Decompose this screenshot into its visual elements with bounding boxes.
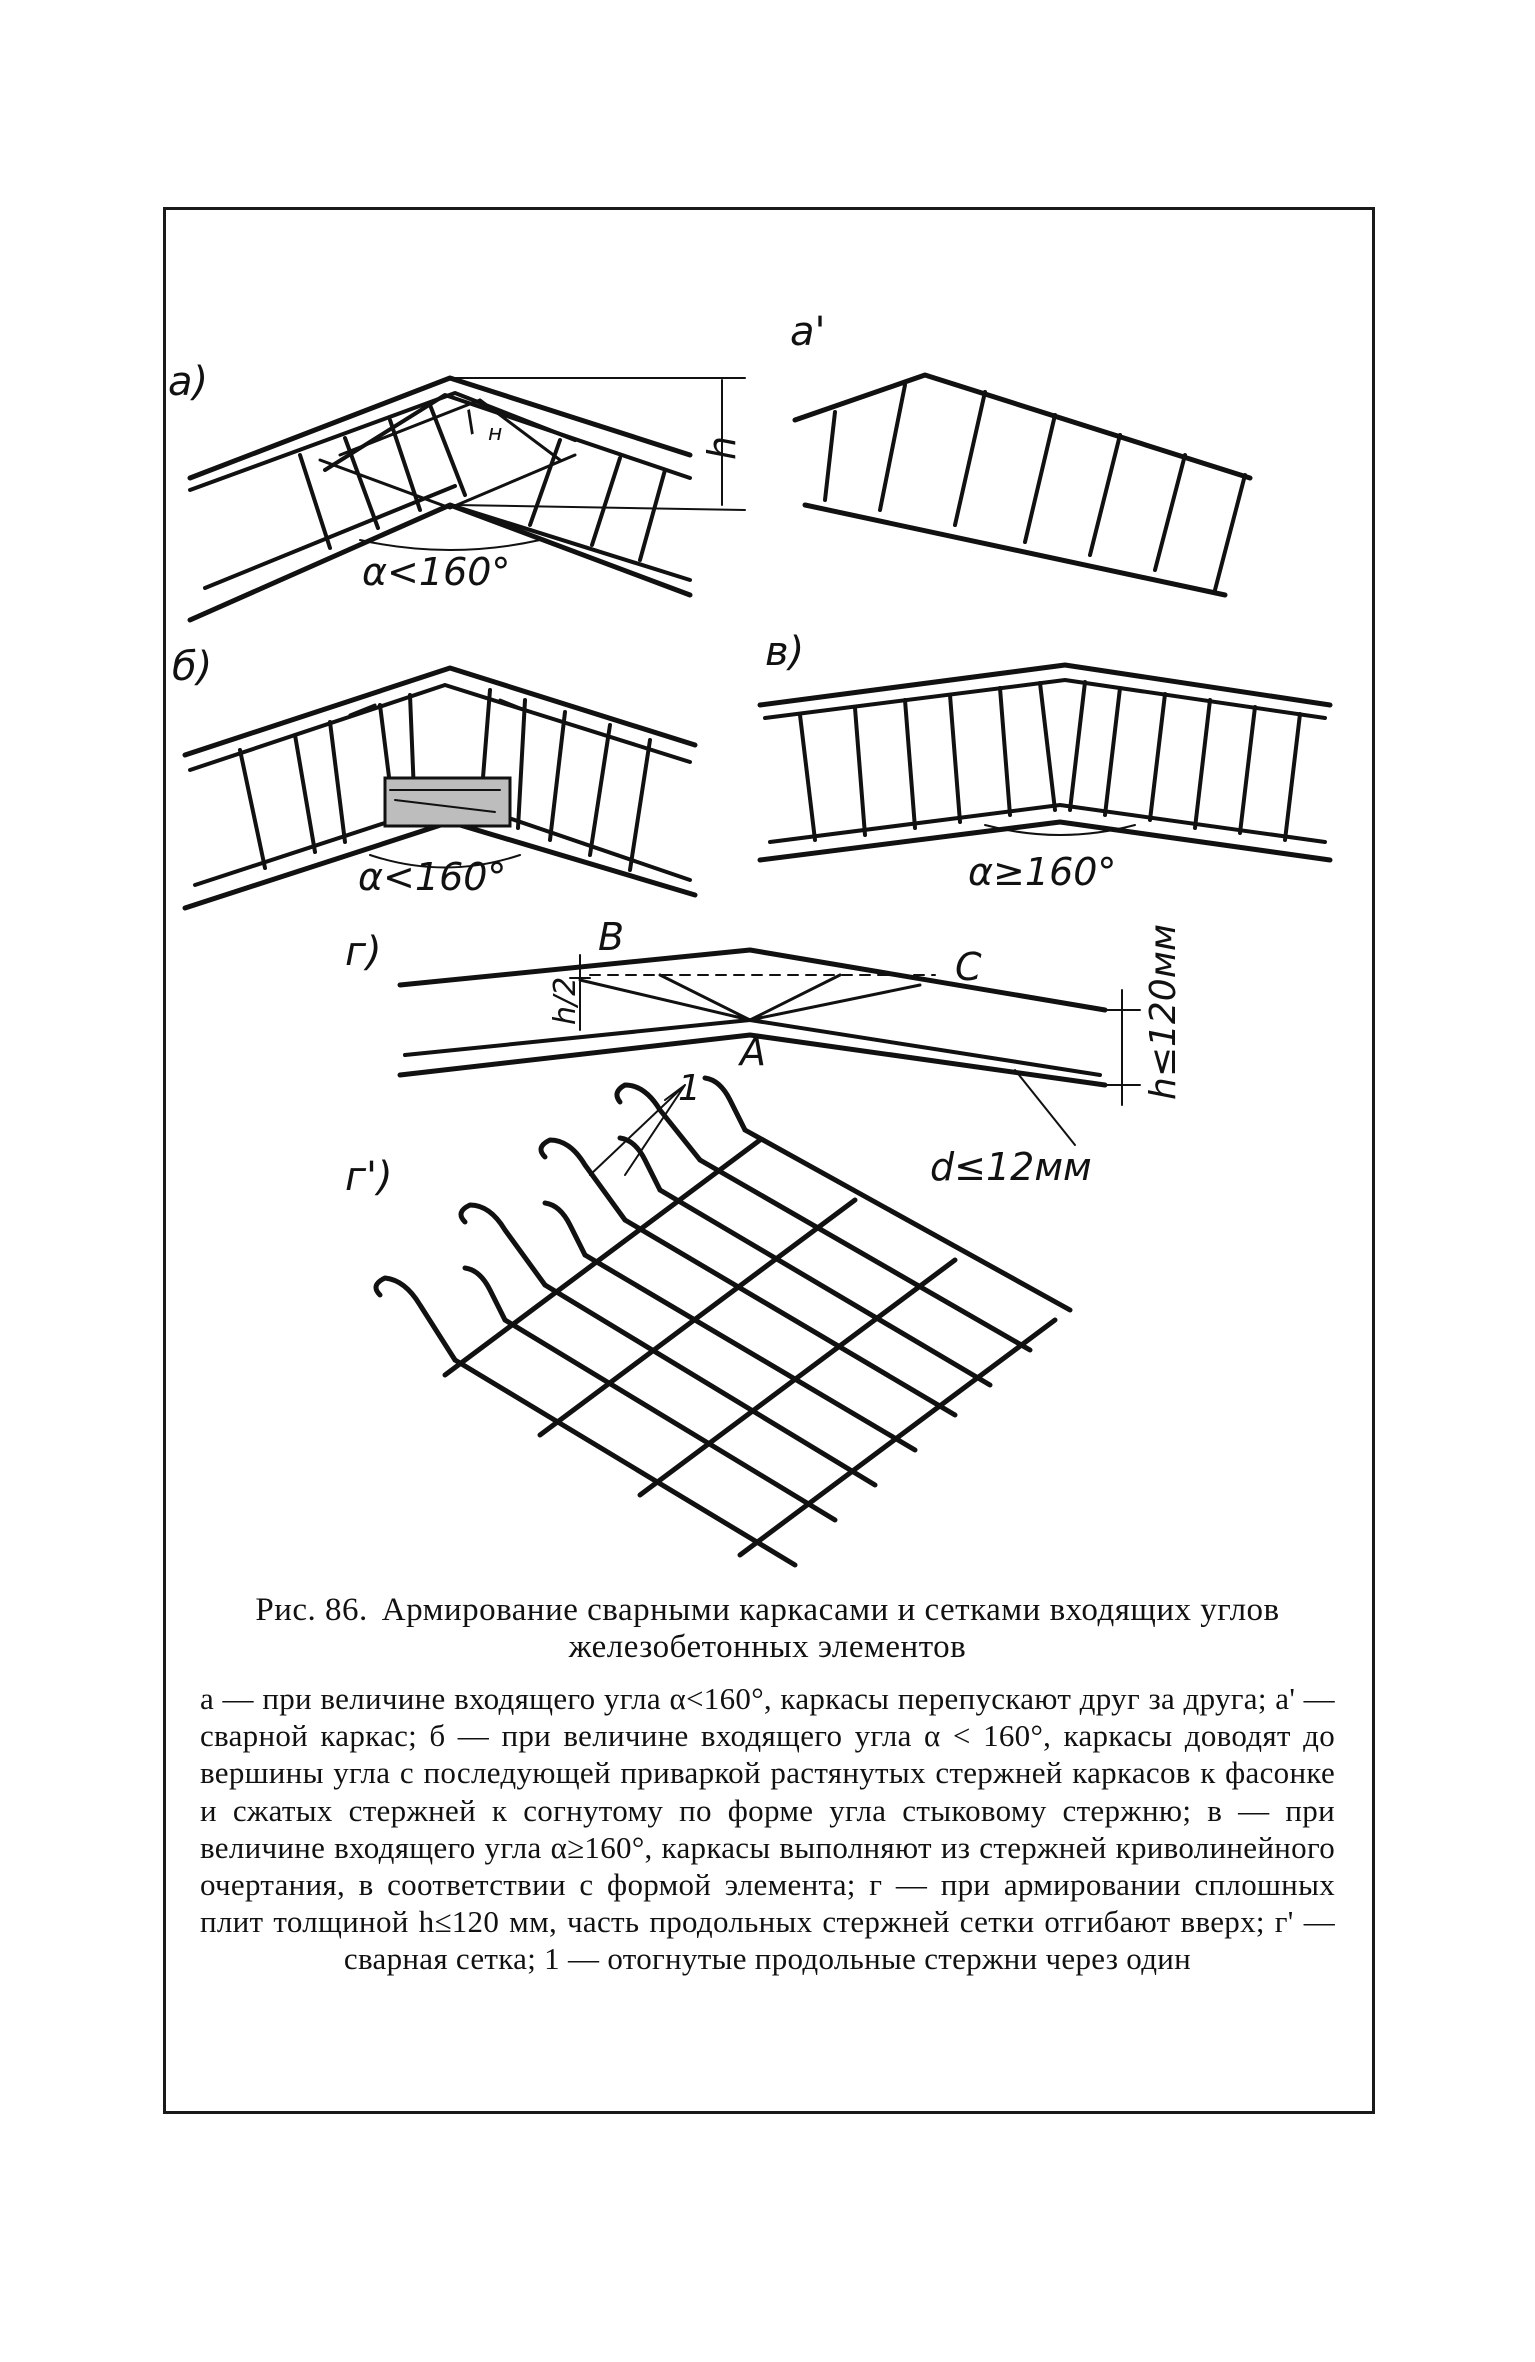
- cage-bottom-b: [193, 813, 692, 887]
- label-a-prime: а': [790, 309, 826, 355]
- label-1: 1: [678, 1068, 701, 1109]
- hook-3: [538, 1137, 628, 1223]
- slab-bottom-edge-v: [757, 819, 1333, 863]
- d-leader-line: [1014, 1069, 1076, 1146]
- diagram-v: в) α≥160°: [757, 629, 1333, 894]
- diagram-g-prime: г'): [345, 1075, 1073, 1568]
- cage-right-bottom: [458, 506, 692, 582]
- cage-left-stirrups: [298, 403, 467, 550]
- h-dimension-g: [1104, 989, 1141, 1106]
- label-g-prime: г'): [345, 1154, 393, 1200]
- slab-top-edge-v: [757, 662, 1333, 708]
- figure-frame: [163, 207, 1375, 2114]
- crossing-bars: [318, 398, 577, 510]
- cage-left-bottom: [203, 484, 457, 590]
- cage-right-stirrups: [528, 438, 667, 562]
- label-v: в): [765, 629, 804, 675]
- figure-caption: Рис. 86. Армирование сварными каркасами и…: [200, 1592, 1335, 1667]
- h-dimension-lines: [449, 377, 746, 511]
- cage-top-v: [763, 678, 1327, 720]
- cage-left-top: [188, 391, 577, 492]
- slab-bottom-edge-g: [397, 1032, 1108, 1088]
- hook-4: [614, 1082, 703, 1163]
- leader-1: [589, 1084, 686, 1176]
- label-ln: l: [460, 404, 481, 443]
- cage-stirrups: [823, 383, 1247, 592]
- label-C: C: [955, 945, 982, 989]
- angle-arc-v: [984, 824, 1136, 836]
- label-h: h: [700, 436, 744, 460]
- hook-2: [458, 1202, 548, 1288]
- diagram-a: а) h l н α<160°: [168, 359, 746, 623]
- cage-top-bar: [792, 372, 1253, 481]
- label-a: а): [168, 359, 208, 405]
- diagram-a-prime: а': [790, 309, 1253, 598]
- slab-top-edge-b: [182, 665, 698, 758]
- gusset-hatching: [389, 789, 501, 813]
- angle-arc-a: [359, 539, 541, 551]
- cage-bottom-bar: [802, 502, 1228, 598]
- label-h-le: h≤120мм: [1143, 924, 1184, 1100]
- label-angle-v: α≥160°: [968, 850, 1116, 894]
- hooks-short: [462, 1075, 748, 1323]
- slab-top-edge-g: [397, 947, 1108, 1013]
- diagram-b: б) α<160°: [172, 644, 698, 911]
- label-B: B: [598, 915, 624, 959]
- label-angle-b: α<160°: [358, 855, 506, 899]
- label-ln-sub: н: [488, 421, 502, 446]
- label-d-le: d≤12мм: [930, 1145, 1092, 1189]
- slab-bottom-edge: [187, 502, 693, 623]
- mesh-transverse-bars: [442, 1137, 1058, 1558]
- label-angle-a: α<160°: [362, 550, 510, 594]
- label-b: б): [172, 644, 212, 690]
- h2-dimension: [569, 954, 591, 1031]
- label-g: г): [345, 929, 382, 975]
- legend-text: а — при величине входящего угла α<160°, …: [200, 1681, 1335, 1977]
- cage-bottom-v: [768, 803, 1327, 844]
- angle-arc-b: [369, 854, 521, 869]
- stirrups-b: [238, 688, 652, 872]
- figure-legend: а — при величине входящего угла α<160°, …: [200, 1680, 1335, 1978]
- caption-title: Армирование сварными каркасами и сетками…: [381, 1592, 1280, 1666]
- mesh-longitudinal-bars: [452, 1127, 1073, 1568]
- weld-marks: [348, 698, 532, 717]
- label-h2: h/2: [548, 977, 583, 1025]
- caption-number: Рис. 86.: [255, 1592, 368, 1628]
- label-A: A: [737, 1030, 766, 1074]
- diagram-g: г) B C A h/2 h≤120мм d≤12мм 1: [345, 915, 1184, 1189]
- bent-bars-g: [578, 973, 922, 1022]
- hook-1: [373, 1275, 458, 1363]
- stirrups-v: [798, 680, 1302, 842]
